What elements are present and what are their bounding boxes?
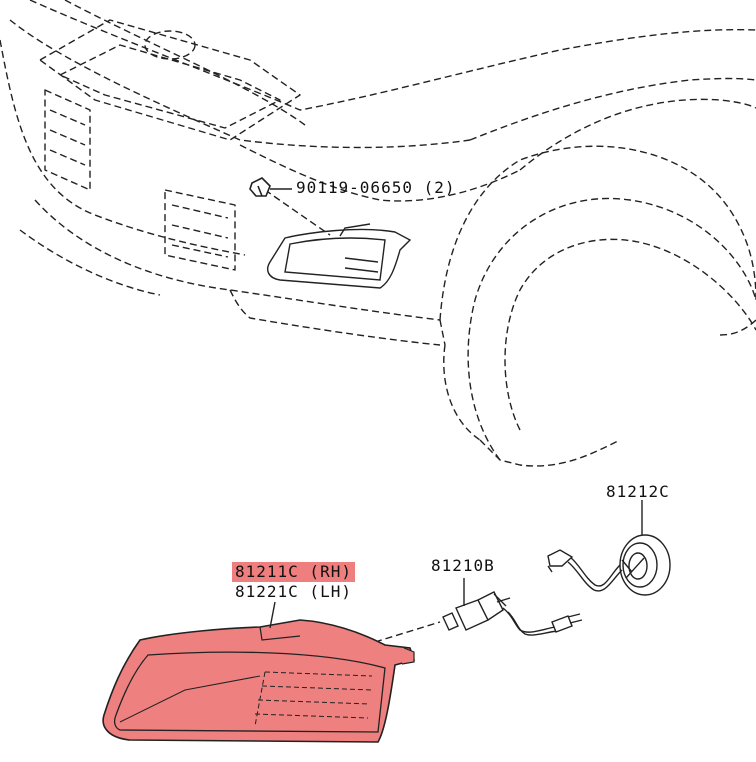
- bolt-icon: [249, 177, 271, 197]
- bolt-part-number: 90119-06650: [296, 178, 413, 197]
- vehicle-front-outline: [0, 0, 756, 643]
- bolt-quantity: (2): [423, 178, 456, 197]
- lamp-lh-label: 81221C (LH): [235, 582, 352, 601]
- bulb-label: 81210B: [431, 556, 495, 575]
- leader-lines: [269, 500, 643, 629]
- socket-cover-part: [547, 534, 671, 596]
- socket-cover-label: 81212C: [606, 482, 670, 501]
- lamp-rh-label: 81211C (RH): [232, 562, 355, 582]
- fog-lamp-on-vehicle: [267, 223, 412, 289]
- fog-lamp-part: [102, 619, 416, 743]
- bulb-part: [442, 591, 583, 636]
- bolt-label: 90119-06650 (2): [296, 179, 456, 197]
